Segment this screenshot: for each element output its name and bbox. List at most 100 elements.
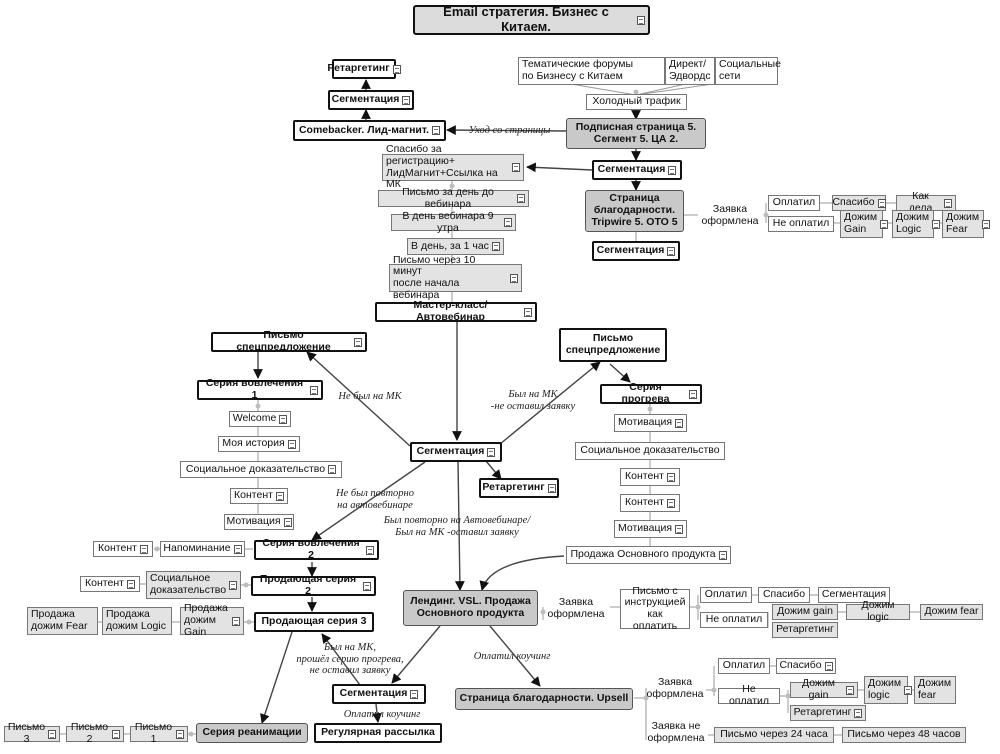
node-segmentation-bottom[interactable]: Сегментация	[332, 684, 426, 704]
node-not-paid-1[interactable]: Не оплатил	[768, 216, 834, 232]
node-engage-series-2[interactable]: Серия вовлечения 2	[254, 537, 379, 561]
node-forums[interactable]: Тематические форумы по Бизнесу с Китаем	[518, 57, 665, 85]
node-thanks-page[interactable]: Страница благодарности. Tripwire 5. ОТО …	[585, 190, 684, 232]
node-welcome[interactable]: Welcome	[229, 411, 291, 427]
node-social-text: Социальные сети	[719, 58, 781, 82]
node-segmentation-thanks[interactable]: Сегментация	[592, 241, 680, 261]
node-content-es2[interactable]: Контент	[93, 541, 153, 557]
node-thanks-3[interactable]: Спасибо	[776, 658, 836, 674]
node-content-ss2[interactable]: Контент	[80, 576, 140, 592]
node-segmentation-center[interactable]: Сегментация	[410, 442, 502, 462]
node-reanimation[interactable]: Серия реанимации	[196, 723, 308, 743]
node-selling-series-2[interactable]: Продающая серия 2	[251, 573, 376, 597]
node-social-proof-right[interactable]: Социальное доказательство	[575, 442, 725, 460]
edge-label-was-mk-no-request: Был на МК -не оставил заявку	[490, 389, 576, 412]
node-master-class-text: Мастер-класс/Автовебинар	[413, 299, 488, 323]
node-my-story[interactable]: Моя история	[218, 436, 300, 452]
node-letter-1-text: Письмо 1	[134, 721, 173, 745]
node-comebacker[interactable]: Comebacker. Лид-магнит.	[293, 120, 446, 141]
node-master-class[interactable]: Мастер-класс/Автовебинар	[375, 299, 537, 323]
node-paid-2-text: Оплатил	[704, 588, 748, 601]
node-reminder[interactable]: Напоминание	[160, 541, 245, 557]
node-how-are-you[interactable]: Как дела	[896, 190, 956, 214]
node-sell-push-gain[interactable]: Продажа дожим Gain	[180, 602, 244, 638]
node-warmup-series[interactable]: Серия прогрева	[600, 381, 702, 405]
node-special-offer-right[interactable]: Письмо спецпредложение	[559, 328, 667, 362]
node-retargeting-center-text: Ретаргетинг	[482, 481, 545, 494]
node-push-logic-1-text: Дожим Logic	[896, 211, 930, 235]
node-social-proof-ss2[interactable]: Социальное доказательство	[146, 571, 241, 599]
node-push-logic-2[interactable]: Дожим logic	[846, 599, 910, 623]
node-push-fear-1[interactable]: Дожим Fear	[942, 210, 991, 238]
node-special-offer-left[interactable]: Письмо спецпредложение	[211, 329, 367, 353]
node-social-proof-left-text: Социальное доказательство	[185, 462, 326, 475]
node-motivation-right-2[interactable]: Мотивация	[614, 520, 687, 538]
node-landing[interactable]: Лендинг. VSL. Продажа Основного продукта	[403, 590, 538, 626]
node-day-9am[interactable]: В день вебинара 9 утра	[391, 210, 516, 233]
node-social[interactable]: Социальные сети	[715, 57, 781, 85]
arrow-landing-to-seg-bottom	[391, 625, 441, 684]
map-title[interactable]: Email стратегия. Бизнес с Китаем.	[413, 5, 650, 35]
node-push-fear-2[interactable]: Дожим fear	[920, 604, 983, 620]
node-segmentation-top-left[interactable]: Сегментация	[328, 90, 414, 110]
node-engage-series-1[interactable]: Серия вовлечения 1	[197, 377, 323, 401]
node-not-paid-2[interactable]: Не оплатил	[700, 612, 768, 628]
node-landing-text: Лендинг. VSL. Продажа Основного продукта	[410, 595, 531, 619]
node-motivation-left[interactable]: Мотивация	[224, 514, 294, 530]
node-thanks-reg[interactable]: Спасибо за регистрацию+ ЛидМагнит+Ссылка…	[382, 143, 524, 190]
node-content-right-2[interactable]: Контент	[620, 494, 680, 512]
node-cold-traffic[interactable]: Холодный трафик	[586, 94, 687, 110]
node-upsell[interactable]: Страница благодарности. Upsell	[455, 688, 633, 710]
node-after-10min-text: Письмо через 10 минут после начала вебин…	[393, 253, 476, 301]
node-push-gain-2[interactable]: Дожим gain	[772, 604, 838, 620]
node-regular-mailing[interactable]: Регулярная рассылка	[314, 723, 442, 743]
note-icon	[328, 465, 337, 474]
node-direct[interactable]: Директ/ Эдвордс	[665, 57, 715, 85]
node-day-before[interactable]: Письмо за день до вебинара	[378, 186, 529, 209]
node-retargeting-2-text: Ретаргетинг	[776, 623, 834, 636]
node-thanks-2-text: Спасибо	[762, 588, 806, 601]
node-social-proof-left[interactable]: Социальное доказательство	[180, 461, 342, 478]
node-letter-48h[interactable]: Письмо через 48 часов	[842, 727, 966, 743]
node-not-paid-3[interactable]: Не оплатил	[718, 683, 780, 707]
node-thanks-1[interactable]: Спасибо	[832, 195, 886, 211]
note-icon	[139, 544, 148, 554]
note-icon	[232, 616, 240, 626]
node-retargeting-3[interactable]: Ретаргетинг	[790, 705, 866, 721]
node-letter-24h[interactable]: Письмо через 24 часа	[714, 727, 834, 743]
node-segmentation-main-top[interactable]: Сегментация	[592, 160, 682, 180]
node-retargeting-2[interactable]: Ретаргетинг	[772, 622, 838, 638]
node-direct-text: Директ/ Эдвордс	[669, 58, 711, 82]
node-paid-2[interactable]: Оплатил	[700, 587, 752, 603]
node-letter-3[interactable]: Письмо 3	[4, 721, 60, 745]
node-retargeting-center[interactable]: Ретаргетинг	[479, 478, 559, 498]
node-after-10min[interactable]: Письмо через 10 минут после начала вебин…	[389, 254, 522, 301]
node-comebacker-text: Comebacker. Лид-магнит.	[298, 123, 430, 136]
node-push-gain-3[interactable]: Дожим gain	[790, 677, 858, 701]
node-push-logic-3[interactable]: Дожим logic	[864, 676, 913, 704]
node-letter-1[interactable]: Письмо 1	[130, 721, 188, 745]
node-sell-main[interactable]: Продажа Основного продукта	[566, 546, 731, 564]
node-day-1h[interactable]: В день, за 1 час	[407, 238, 504, 255]
node-motivation-right[interactable]: Мотивация	[614, 414, 687, 432]
node-paid-3[interactable]: Оплатил	[718, 658, 770, 674]
node-push-gain-1-text: Дожим Gain	[844, 211, 878, 235]
note-icon	[904, 685, 913, 695]
node-push-logic-1[interactable]: Дожим Logic	[892, 210, 941, 238]
node-selling-series-3[interactable]: Продающая серия 3	[254, 612, 374, 632]
node-paid-1[interactable]: Оплатил	[768, 195, 820, 211]
node-retargeting-top[interactable]: Ретаргетинг	[327, 59, 401, 79]
node-content-left[interactable]: Контент	[230, 488, 288, 504]
node-push-fear-3[interactable]: Дожим fear	[914, 676, 956, 704]
node-segmentation-2[interactable]: Сегментация	[818, 587, 890, 603]
node-letter-48h-text: Письмо через 48 часов	[847, 728, 961, 741]
node-content-right-1[interactable]: Контент	[620, 468, 680, 486]
node-thanks-2[interactable]: Спасибо	[758, 587, 810, 603]
node-subscribe-page[interactable]: Подписная страница 5. Сегмент 5. ЦА 2.	[566, 118, 706, 149]
node-letter-2[interactable]: Письмо 2	[66, 721, 124, 745]
node-sell-push-fear[interactable]: Продажа дожим Fear	[27, 607, 98, 635]
node-sell-push-logic[interactable]: Продажа дожим Logic	[102, 607, 172, 635]
node-push-gain-1[interactable]: Дожим Gain	[840, 210, 889, 238]
arrow-seg-to-retarget-center	[485, 460, 502, 480]
node-payment-instructions[interactable]: Письмо с инструкцией как оплатить	[620, 585, 690, 632]
